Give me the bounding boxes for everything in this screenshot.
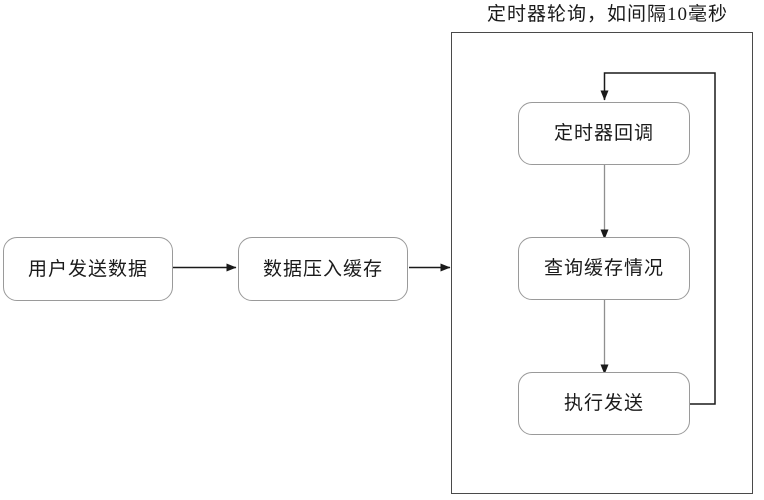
node-push-cache[interactable]: 数据压入缓存 [238, 237, 408, 301]
node-push-cache-label: 数据压入缓存 [262, 258, 383, 280]
node-execute-send-label: 执行发送 [563, 393, 644, 414]
timer-group-container [451, 32, 753, 494]
node-timer-callback[interactable]: 定时器回调 [518, 102, 690, 165]
node-user-send[interactable]: 用户发送数据 [3, 237, 173, 301]
node-query-cache-status-label: 查询缓存情况 [543, 258, 664, 279]
node-user-send-label: 用户发送数据 [27, 258, 148, 280]
node-execute-send[interactable]: 执行发送 [518, 372, 690, 435]
timer-group-caption: 定时器轮询，如间隔10毫秒 [487, 4, 729, 25]
node-query-cache-status[interactable]: 查询缓存情况 [518, 237, 690, 300]
node-timer-callback-label: 定时器回调 [553, 123, 654, 144]
edge-exec-send-loopback-to-timer-cb [600, 72, 716, 405]
